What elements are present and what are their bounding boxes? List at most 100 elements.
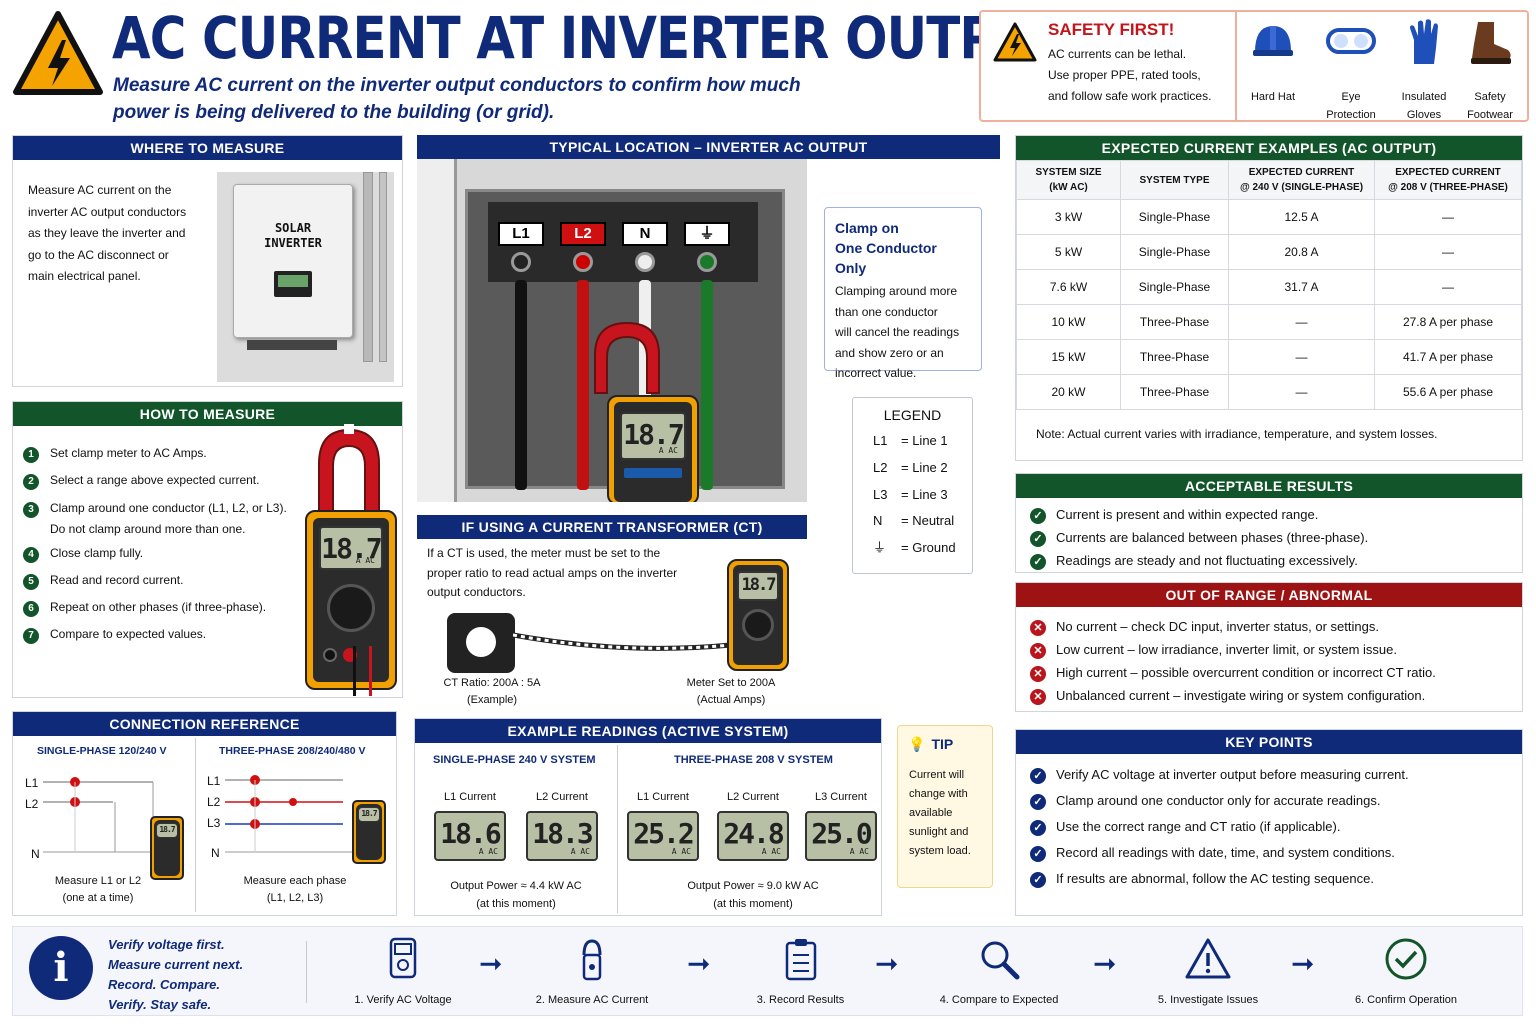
terminal-l1: L1 bbox=[498, 222, 544, 278]
single-system-title: SINGLE-PHASE 240 V SYSTEM bbox=[433, 754, 596, 766]
high-voltage-warning-icon bbox=[13, 11, 103, 95]
footer-step-investigate: 5. Investigate Issues bbox=[1143, 937, 1273, 1006]
terminal-l2: L2 bbox=[560, 222, 606, 278]
expected-table: SYSTEM SIZE(kW AC) SYSTEM TYPE EXPECTED … bbox=[1016, 160, 1522, 410]
abnormal-item: ✕Unbalanced current – investigate wiring… bbox=[1016, 684, 1522, 707]
boot-icon bbox=[1471, 22, 1511, 64]
single-phase-caption: Measure L1 or L2(one at a time) bbox=[54, 875, 142, 904]
x-icon: ✕ bbox=[1030, 665, 1046, 682]
wire-label: L2 bbox=[207, 795, 221, 809]
ct-cable bbox=[513, 632, 732, 651]
acceptable-item: ✓Current is present and within expected … bbox=[1016, 503, 1522, 526]
three-phase-caption: Measure each phase(L1, L2, L3) bbox=[243, 875, 347, 904]
single-power: Output Power ≈ 4.4 kW AC(at this moment) bbox=[450, 880, 582, 910]
check-icon: ✓ bbox=[1030, 845, 1046, 862]
legend-item: L1= Line 1 bbox=[873, 433, 948, 448]
abnormal-panel: OUT OF RANGE / ABNORMAL ✕No current – ch… bbox=[1015, 582, 1523, 712]
col-header: EXPECTED CURRENT@ 208 V (THREE-PHASE) bbox=[1374, 160, 1522, 200]
example-readings-panel: EXAMPLE READINGS (ACTIVE SYSTEM) SINGLE-… bbox=[414, 718, 882, 916]
hard-hat-icon bbox=[1253, 26, 1293, 56]
acceptable-item: ✓Currents are balanced between phases (t… bbox=[1016, 526, 1522, 549]
magnifier-icon bbox=[981, 941, 1020, 980]
col-header: SYSTEM TYPE bbox=[1120, 160, 1229, 200]
legend-item: ⏚= Ground bbox=[873, 540, 956, 556]
clipboard-icon bbox=[785, 939, 816, 981]
wire-label: L3 bbox=[207, 816, 221, 830]
lightbulb-icon: 💡 bbox=[908, 736, 926, 752]
expected-current-panel: EXPECTED CURRENT EXAMPLES (AC OUTPUT) SY… bbox=[1015, 135, 1523, 461]
wire-label: N bbox=[31, 847, 40, 861]
typical-header: TYPICAL LOCATION – INVERTER AC OUTPUT bbox=[417, 135, 1000, 159]
terminal-ground: ⏚ bbox=[684, 222, 730, 278]
keypoint-item: ✓Verify AC voltage at inverter output be… bbox=[1016, 762, 1522, 788]
check-icon: ✓ bbox=[1030, 793, 1046, 810]
footer-step-record: 3. Record Results bbox=[743, 937, 858, 1006]
voltmeter-icon bbox=[389, 937, 417, 979]
x-icon: ✕ bbox=[1030, 688, 1046, 705]
clamp-meter-icon bbox=[582, 939, 602, 981]
inverter-photo: SOLAR INVERTER bbox=[217, 172, 394, 382]
check-icon: ✓ bbox=[1030, 819, 1046, 836]
ppe-hard-hat: Hard Hat bbox=[1239, 18, 1307, 106]
wire-label: N bbox=[211, 846, 220, 860]
safety-title: SAFETY FIRST! bbox=[1048, 20, 1175, 39]
footer-step-compare: 4. Compare to Expected bbox=[925, 937, 1073, 1006]
footer-motto: Verify voltage first.Measure current nex… bbox=[108, 937, 244, 1012]
ct-panel: IF USING A CURRENT TRANSFORMER (CT) If a… bbox=[417, 515, 807, 708]
how-header: HOW TO MEASURE bbox=[13, 402, 402, 426]
terminal-n: N bbox=[622, 222, 668, 278]
glove-icon bbox=[1410, 19, 1438, 64]
warning-triangle-icon bbox=[993, 22, 1037, 62]
ct-header: IF USING A CURRENT TRANSFORMER (CT) bbox=[417, 515, 807, 539]
abnormal-item: ✕High current – possible overcurrent con… bbox=[1016, 661, 1522, 684]
typical-location-panel: TYPICAL LOCATION – INVERTER AC OUTPUT L1… bbox=[417, 135, 1000, 574]
ct-ratio-caption: CT Ratio: 200A : 5A(Example) bbox=[443, 677, 541, 706]
ct-meter: 18.7 bbox=[727, 559, 789, 671]
where-to-measure-panel: WHERE TO MEASURE Measure AC current on t… bbox=[12, 135, 403, 387]
three-power: Output Power ≈ 9.0 kW AC(at this moment) bbox=[687, 880, 819, 910]
x-icon: ✕ bbox=[1030, 642, 1046, 659]
check-circle-icon bbox=[1385, 938, 1427, 980]
ct-meter-caption: Meter Set to 200A(Actual Amps) bbox=[686, 677, 776, 706]
three-system-title: THREE-PHASE 208 V SYSTEM bbox=[674, 754, 833, 766]
inverter-label: SOLAR bbox=[274, 221, 312, 235]
goggles-icon bbox=[1326, 28, 1376, 54]
keypoint-item: ✓Record all readings with date, time, an… bbox=[1016, 840, 1522, 866]
footer-step-current: 2. Measure AC Current bbox=[527, 937, 657, 1006]
check-icon: ✓ bbox=[1030, 767, 1046, 784]
page-subtitle: Measure AC current on the inverter outpu… bbox=[113, 75, 801, 123]
legend-item: N= Neutral bbox=[873, 513, 955, 529]
arrow-icon: ➞ bbox=[687, 948, 711, 979]
page-title: AC CURRENT AT INVERTER OUTPUT bbox=[112, 4, 1069, 72]
legend-item: L3= Line 3 bbox=[873, 486, 948, 502]
arrow-icon: ➞ bbox=[1291, 948, 1315, 979]
safety-box: SAFETY FIRST! AC currents can be lethal.… bbox=[979, 10, 1529, 122]
wire-label: L1 bbox=[25, 776, 39, 790]
check-icon: ✓ bbox=[1030, 871, 1046, 888]
footer-step-confirm: 6. Confirm Operation bbox=[1341, 937, 1471, 1006]
legend-title: LEGEND bbox=[883, 407, 942, 423]
wire-label: L2 bbox=[25, 797, 39, 811]
check-icon: ✓ bbox=[1030, 530, 1046, 547]
wiring-diagram bbox=[43, 775, 353, 853]
arrow-icon: ➞ bbox=[875, 948, 899, 979]
